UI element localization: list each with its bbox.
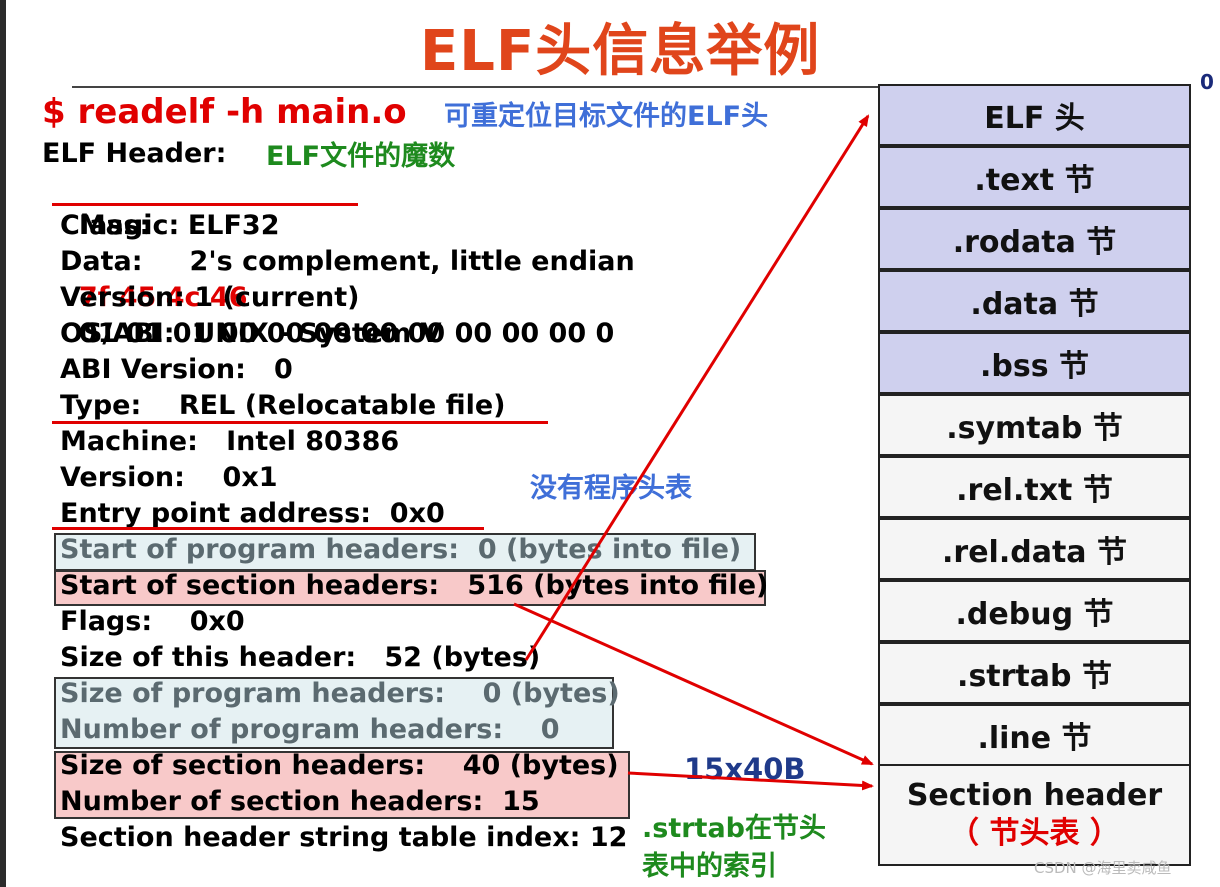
note-no-program-header-table: 没有程序头表 [530, 473, 692, 504]
section-header-size-line: Size of section headers: 40 (bytes) [60, 750, 619, 781]
section-box: .debug 节 [878, 580, 1191, 642]
entry-point-line: Entry point address: 0x0 [60, 498, 445, 529]
shstrndx-line: Section header string table index: 12 [60, 822, 628, 853]
type-line: Type: REL (Relocatable file) [60, 390, 506, 421]
flags-line: Flags: 0x0 [60, 606, 245, 637]
osabi-line: OS/ABI: UNIX - System V [60, 318, 442, 349]
program-header-count-line: Number of program headers: 0 [60, 714, 560, 745]
header-size-line: Size of this header: 52 (bytes) [60, 642, 541, 673]
magic-label: Magic: [78, 210, 180, 241]
section-header-table-block: Section header （ 节头表 ） [878, 764, 1191, 866]
abi-version-line: ABI Version: 0 [60, 354, 293, 385]
version2-line: Version: 0x1 [60, 462, 278, 493]
section-box: .rel.data 节 [878, 518, 1191, 580]
machine-line: Machine: Intel 80386 [60, 426, 400, 457]
page-title: ELF头信息举例 [420, 19, 821, 84]
class-line: Class: ELF32 [60, 210, 280, 241]
note-strtab-index-2: 表中的索引 [642, 851, 777, 882]
section-box: .rel.txt 节 [878, 456, 1191, 518]
magic-highlight: 7f 45 4c 46 [78, 282, 248, 313]
title-rule [72, 86, 878, 88]
section-header-label: Section header [906, 778, 1163, 813]
program-header-size-line: Size of program headers: 0 (bytes) [60, 678, 620, 709]
offset-zero-label: 0 [1200, 70, 1214, 94]
readelf-command: $ readelf -h main.o [42, 92, 407, 132]
section-box: .data 节 [878, 270, 1191, 332]
data-line: Data: 2's complement, little endian [60, 246, 635, 277]
section-box: .bss 节 [878, 332, 1191, 394]
note-relocatable-elf-header: 可重定位目标文件的ELF头 [444, 101, 769, 132]
elf-header-heading: ELF Header: [42, 138, 227, 169]
section-box: .symtab 节 [878, 394, 1191, 456]
section-box: ELF 头 [878, 84, 1191, 146]
section-box: .line 节 [878, 704, 1191, 766]
section-header-count-line: Number of section headers: 15 [60, 786, 540, 817]
section-header-sublabel: （ 节头表 ） [949, 816, 1120, 851]
note-elf-magic: ELF文件的魔数 [266, 141, 456, 172]
section-headers-start-line: Start of section headers: 516 (bytes int… [60, 570, 769, 601]
magic-underline [52, 203, 358, 206]
note-section-table-size: 15x40B [684, 752, 806, 786]
version-line: Version: 1 (current) [60, 282, 360, 313]
watermark: CSDN @海里卖咸鱼 [1034, 859, 1172, 877]
type-underline [52, 421, 548, 424]
section-box: .rodata 节 [878, 208, 1191, 270]
entry-underline [52, 527, 484, 530]
left-border [0, 0, 6, 887]
note-strtab-index-1: .strtab在节头 [642, 813, 827, 844]
section-box: .text 节 [878, 146, 1191, 208]
section-box: .strtab 节 [878, 642, 1191, 704]
program-headers-start-line: Start of program headers: 0 (bytes into … [60, 534, 742, 565]
